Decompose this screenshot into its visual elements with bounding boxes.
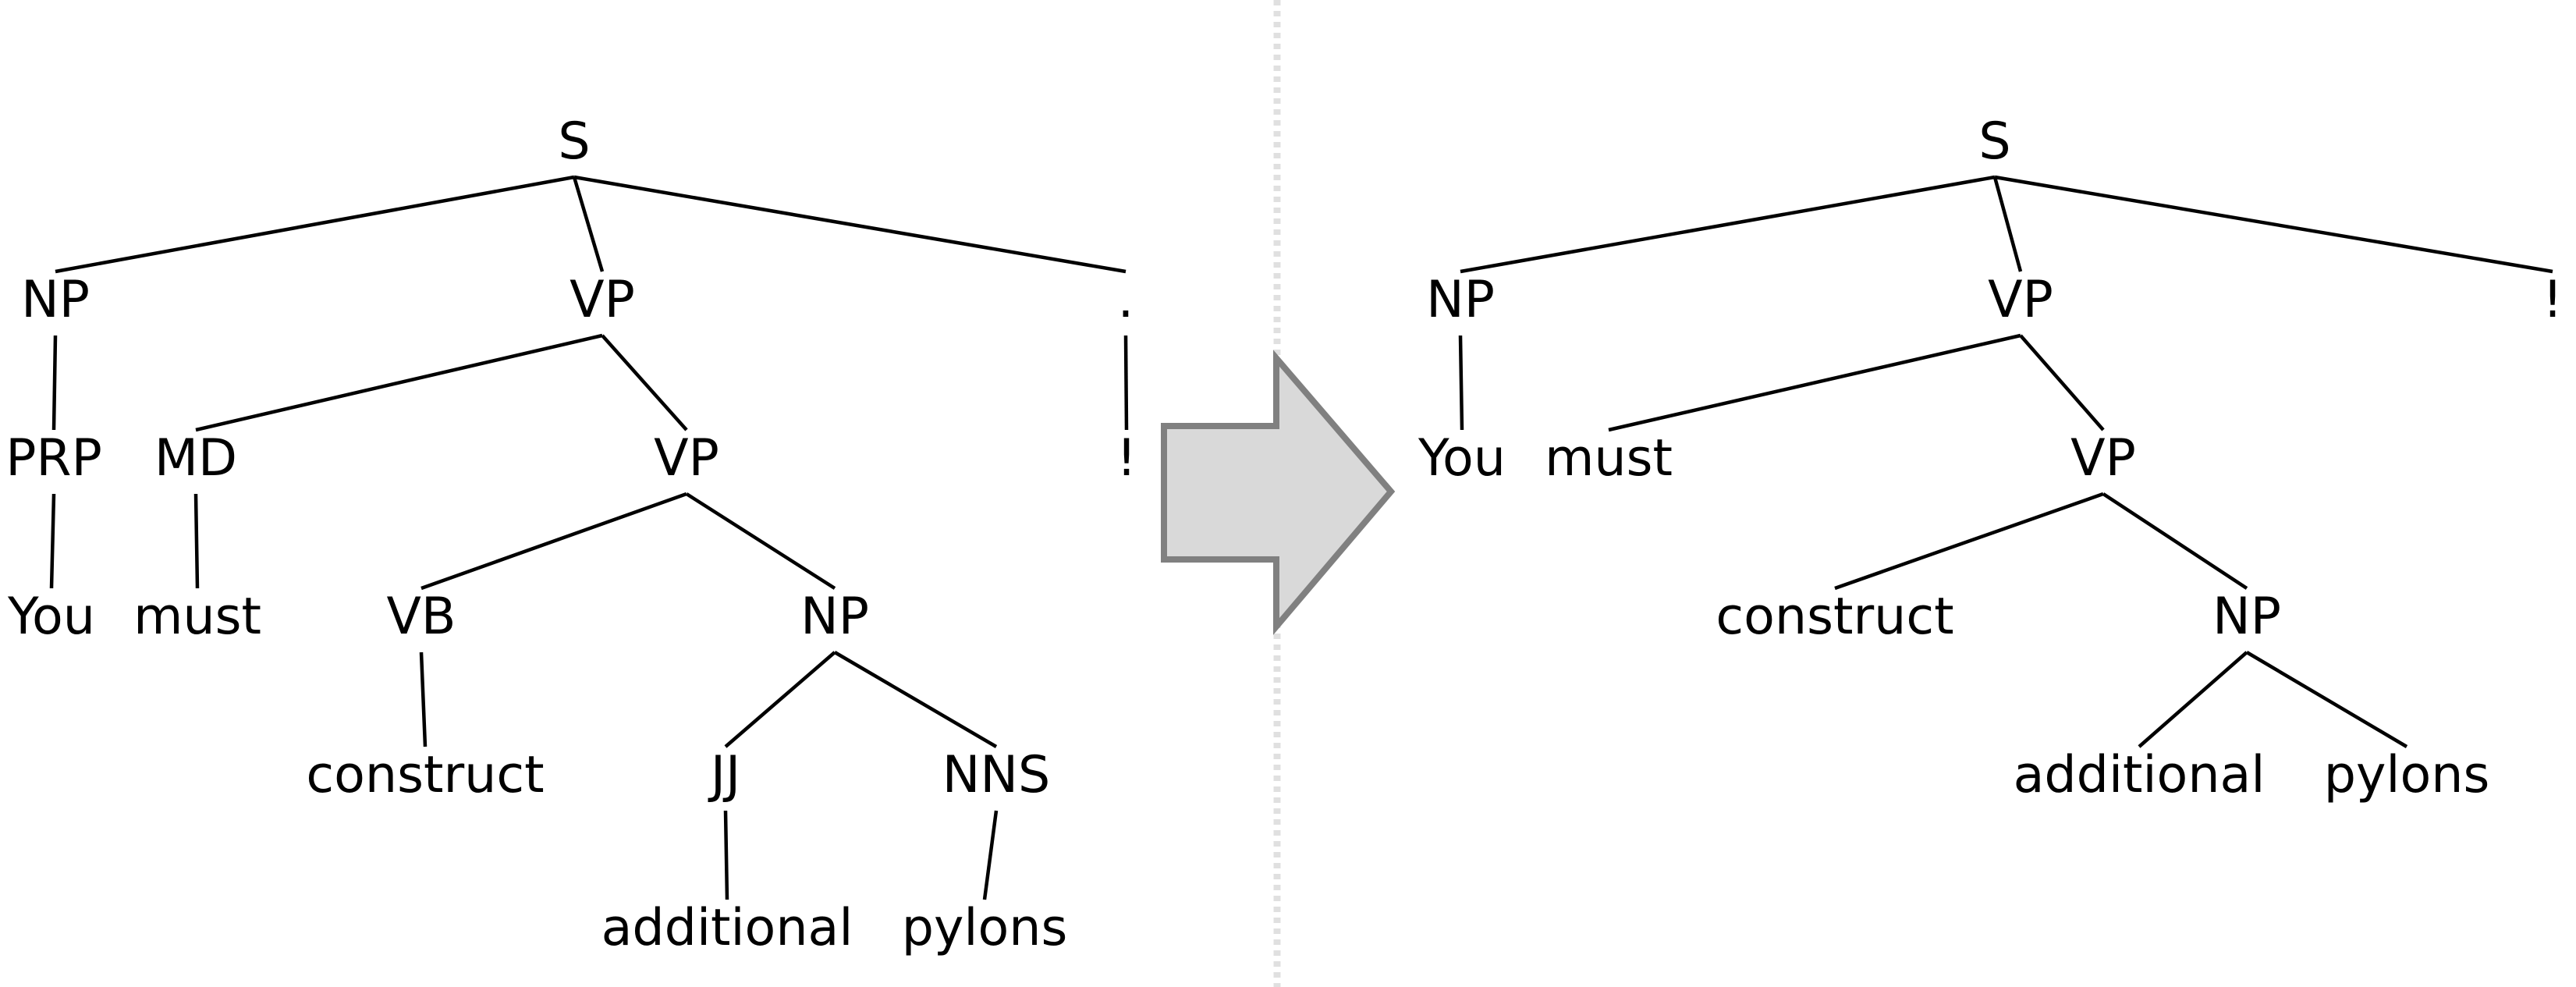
tree-edge-left-VP1-MD — [195, 333, 603, 432]
tree-edge-left-NP2-JJ — [724, 651, 836, 748]
tree-node-label-left-PRP: PRP — [5, 429, 102, 488]
tree-edge-right-S-EXCL — [1994, 175, 2553, 274]
tree-node-label-left-NNS: NNS — [942, 746, 1051, 804]
tree-edge-right-NP1-You — [1458, 335, 1464, 431]
tree-edge-left-NNS-pylons — [982, 810, 999, 900]
tree-node-label-right-VP2: VP — [2070, 429, 2136, 488]
right-block-arrow — [1161, 350, 1396, 635]
tree-node-label-left-MD: MD — [154, 429, 238, 488]
tree-edge-right-NP2-pylons — [2245, 651, 2408, 748]
tree-node-label-right-EXCL: ! — [2542, 271, 2564, 329]
tree-node-label-left-NP1: NP — [21, 271, 90, 329]
tree-node-label-right-VP1: VP — [1988, 271, 2053, 329]
tree-node-label-right-must: must — [1545, 429, 1673, 488]
tree-edge-left-VP2-NP2 — [685, 492, 836, 590]
tree-node-label-left-EXCL: ! — [1116, 429, 1137, 488]
tree-node-label-left-VP2: VP — [654, 429, 719, 488]
tree-node-label-right-additional: additional — [2013, 746, 2266, 804]
tree-edge-left-S-PERIOD — [573, 175, 1127, 274]
tree-node-label-left-pylons: pylons — [901, 899, 1068, 957]
tree-node-label-right-pylons: pylons — [2323, 746, 2490, 804]
tree-node-label-left-PERIOD: . — [1117, 271, 1134, 329]
tree-node-label-left-additional: additional — [601, 899, 853, 957]
tree-edge-right-S-VP1 — [1992, 176, 2023, 272]
tree-node-label-right-You: You — [1418, 429, 1506, 488]
tree-node-label-left-You: You — [7, 588, 96, 646]
tree-edge-left-VP2-VB — [420, 492, 687, 591]
tree-edge-right-VP1-VP2 — [2019, 334, 2105, 431]
tree-node-label-right-S: S — [1978, 112, 2011, 171]
tree-edge-left-PRP-You — [49, 493, 56, 589]
tree-node-label-left-JJ: JJ — [710, 746, 741, 804]
tree-edge-right-S-NP1 — [1460, 175, 1996, 274]
tree-node-label-left-must: must — [133, 588, 261, 646]
tree-edge-left-VB-construct — [419, 651, 428, 747]
tree-edge-left-NP2-NNS — [833, 651, 998, 748]
tree-edge-left-VP1-VP2 — [601, 334, 688, 431]
tree-node-label-left-S: S — [558, 112, 591, 171]
tree-edge-right-VP2-NP2 — [2102, 492, 2248, 590]
tree-edge-left-S-NP1 — [55, 175, 575, 274]
tree-node-label-left-NP2: NP — [800, 588, 869, 646]
tree-edge-right-VP1-must — [1608, 333, 2021, 432]
tree-edge-left-S-VP1 — [572, 176, 605, 272]
tree-node-label-left-construct: construct — [306, 746, 545, 804]
tree-edge-right-VP2-construct — [1834, 492, 2104, 591]
tree-edge-right-NP2-additional — [2138, 651, 2248, 748]
tree-node-label-right-NP1: NP — [1426, 271, 1495, 329]
tree-edge-left-PERIOD-EXCL — [1123, 335, 1129, 431]
tree-node-label-right-NP2: NP — [2212, 588, 2281, 646]
tree-edge-left-NP1-PRP — [51, 335, 58, 431]
tree-node-label-left-VP1: VP — [569, 271, 635, 329]
tree-edge-left-MD-must — [193, 493, 200, 589]
tree-node-label-right-construct: construct — [1716, 588, 1954, 646]
tree-edge-left-JJ-additional — [723, 810, 729, 900]
tree-node-label-left-VB: VB — [386, 588, 456, 646]
